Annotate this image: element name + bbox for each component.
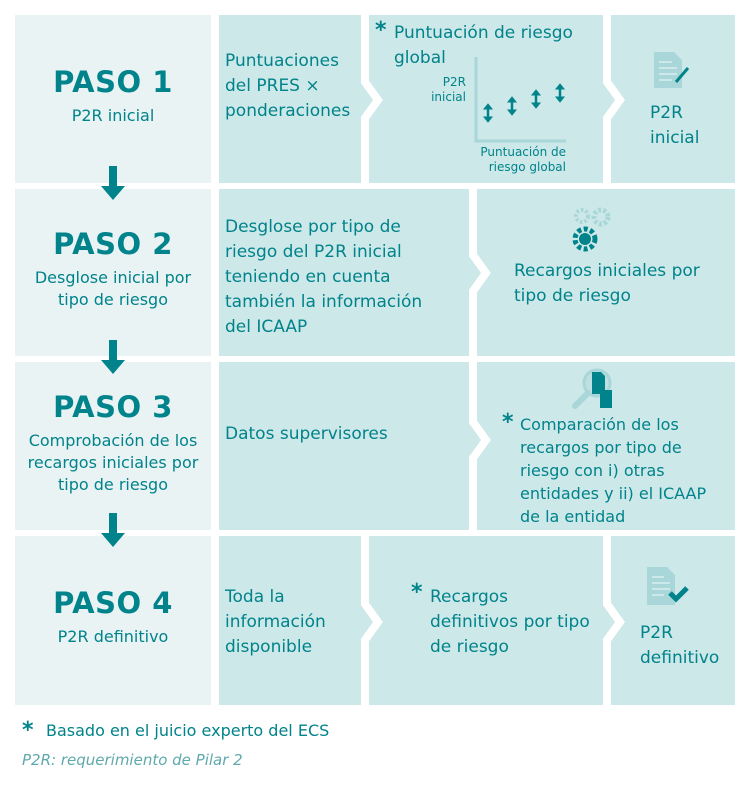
- document-check-icon: [647, 567, 689, 605]
- down-arrow-icon: [101, 340, 125, 374]
- step-title: PASO 2: [53, 227, 173, 261]
- magnifier-document-icon: [572, 368, 612, 409]
- step-3-output: Comparación de los recargos por tipo de …: [520, 415, 707, 526]
- step-subtitle: P2R definitivo: [57, 627, 169, 646]
- step-2-input: Desglose por tipo de riesgo del P2R inic…: [225, 217, 423, 337]
- document-edit-icon: [654, 52, 690, 88]
- footer-note: Basado en el juicio experto del ECS: [46, 721, 330, 740]
- step-subtitle: Comprobación de los recargos iniciales p…: [27, 431, 199, 494]
- step-4-flow: [219, 536, 735, 705]
- step-4-label: PASO 4 P2R definitivo: [15, 536, 211, 705]
- down-arrow-icon: [101, 166, 125, 200]
- mini-chart-x-label: Puntuación de riesgo global: [480, 145, 566, 174]
- step-4-input: Toda la información disponible: [225, 587, 326, 657]
- expert-judgement-asterisk: *: [502, 410, 514, 435]
- step-3-input: Datos supervisores: [225, 424, 388, 444]
- mini-chart-y-label: P2R inicial: [431, 75, 466, 104]
- abbreviation-note: P2R: requerimiento de Pilar 2: [22, 751, 243, 769]
- step-1-label: PASO 1 P2R inicial: [15, 15, 211, 183]
- step-2-output: Recargos iniciales por tipo de riesgo: [514, 261, 700, 306]
- mini-chart-icon: [474, 57, 566, 143]
- step-subtitle: Desglose inicial por tipo de riesgo: [34, 268, 192, 309]
- step-4-middle: Recargos definitivos por tipo de riesgo: [430, 587, 590, 657]
- step-3-label: PASO 3 Comprobación de los recargos inic…: [15, 362, 211, 530]
- step-title: PASO 1: [53, 65, 173, 99]
- step-1-input: Puntuaciones del PRES × ponderaciones: [225, 51, 351, 121]
- step-subtitle: P2R inicial: [71, 106, 155, 125]
- down-arrow-icon: [101, 513, 125, 547]
- step-title: PASO 3: [53, 390, 173, 424]
- expert-judgement-asterisk: *: [411, 580, 423, 605]
- step-1-middle: Puntuación de riesgo global: [394, 23, 573, 68]
- step-4-output: P2R definitivo: [640, 623, 720, 668]
- step-title: PASO 4: [53, 586, 173, 620]
- gears-icon: [572, 207, 611, 252]
- expert-judgement-asterisk: *: [375, 18, 387, 43]
- step-1-output: P2R inicial: [650, 103, 700, 148]
- step-2-label: PASO 2 Desglose inicial por tipo de ries…: [15, 189, 211, 356]
- footer-asterisk: *: [22, 718, 34, 743]
